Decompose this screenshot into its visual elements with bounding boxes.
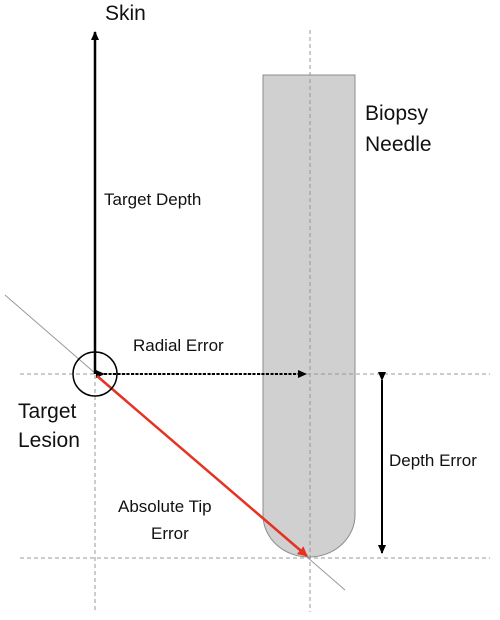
depth-error-label: Depth Error [389, 451, 477, 470]
target-lesion-label-line1: Target [18, 400, 77, 423]
biopsy-needle-label-line1: Biopsy [365, 102, 429, 125]
target-lesion-label-line2: Lesion [18, 429, 80, 452]
absolute-tip-error-arrow [96, 375, 308, 557]
target-lesion-circle [72, 351, 118, 397]
target-depth-label: Target Depth [104, 190, 201, 209]
skin-label: Skin [105, 2, 146, 25]
absolute-tip-error-label-line2: Error [151, 524, 189, 543]
biopsy-needle-shape [262, 74, 356, 558]
radial-error-label: Radial Error [133, 336, 224, 355]
biopsy-needle-label-line2: Needle [365, 133, 432, 156]
absolute-tip-error-label-line1: Absolute Tip [118, 497, 212, 516]
